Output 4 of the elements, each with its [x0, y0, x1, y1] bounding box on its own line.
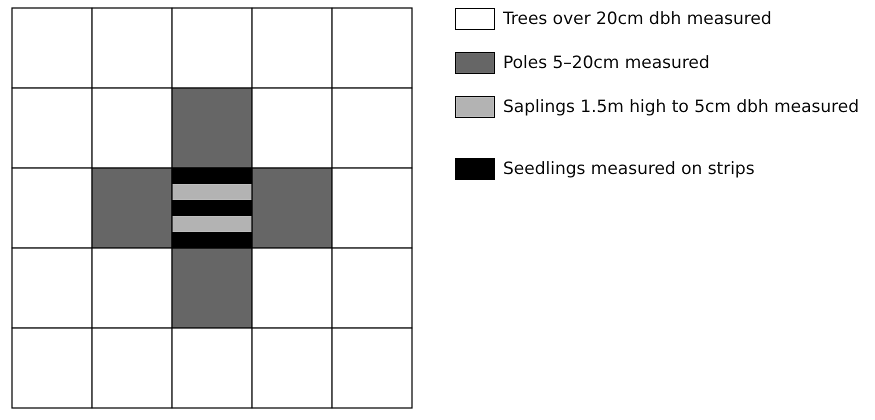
legend-label: Trees over 20cm dbh measured	[503, 8, 772, 29]
legend-label: Saplings 1.5m high to 5cm dbh measured	[503, 96, 860, 117]
legend-label: Poles 5–20cm measured	[503, 52, 710, 73]
legend-label: Seedlings measured on strips	[503, 158, 755, 179]
